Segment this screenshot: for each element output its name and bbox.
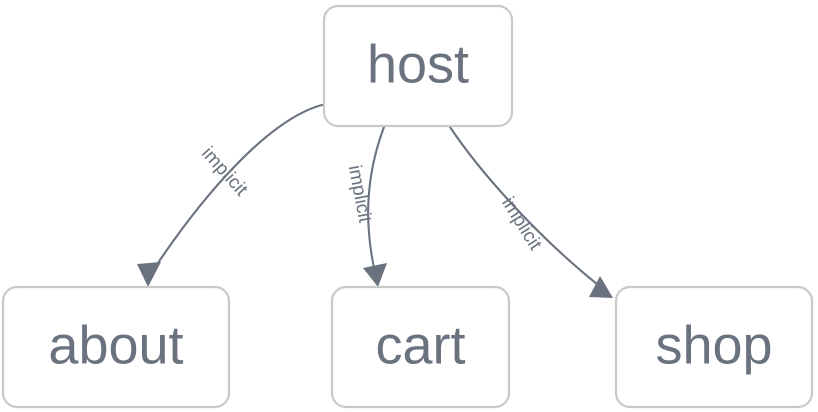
edge-host-about[interactable]: implicit — [137, 102, 328, 287]
node-box-shop — [614, 285, 814, 409]
edge-host-cart[interactable]: implicit — [344, 125, 387, 287]
node-label-about: about — [48, 315, 183, 375]
node-about[interactable]: about — [1, 285, 231, 409]
node-box-cart — [330, 285, 511, 409]
edge-path-host-about — [146, 102, 328, 280]
arrowhead-host-shop — [589, 276, 613, 298]
edge-host-shop[interactable]: implicit — [448, 125, 613, 298]
edge-label-host-about: implicit — [197, 143, 252, 201]
node-shop[interactable]: shop — [614, 285, 814, 409]
node-label-shop: shop — [655, 315, 772, 375]
edge-path-host-cart — [367, 125, 386, 279]
node-box-host — [322, 4, 514, 128]
arrowhead-host-cart — [363, 263, 387, 287]
edges-layer: implicit implicit implicit — [137, 102, 613, 298]
node-label-host: host — [367, 34, 469, 94]
nodes-layer: host about cart shop — [1, 4, 814, 409]
node-cart[interactable]: cart — [330, 285, 511, 409]
edge-path-host-shop — [448, 125, 609, 294]
node-box-about — [1, 285, 231, 409]
node-host[interactable]: host — [322, 4, 514, 128]
node-label-cart: cart — [375, 315, 465, 375]
edge-label-host-shop: implicit — [497, 194, 546, 255]
arrowhead-host-about — [137, 262, 161, 287]
